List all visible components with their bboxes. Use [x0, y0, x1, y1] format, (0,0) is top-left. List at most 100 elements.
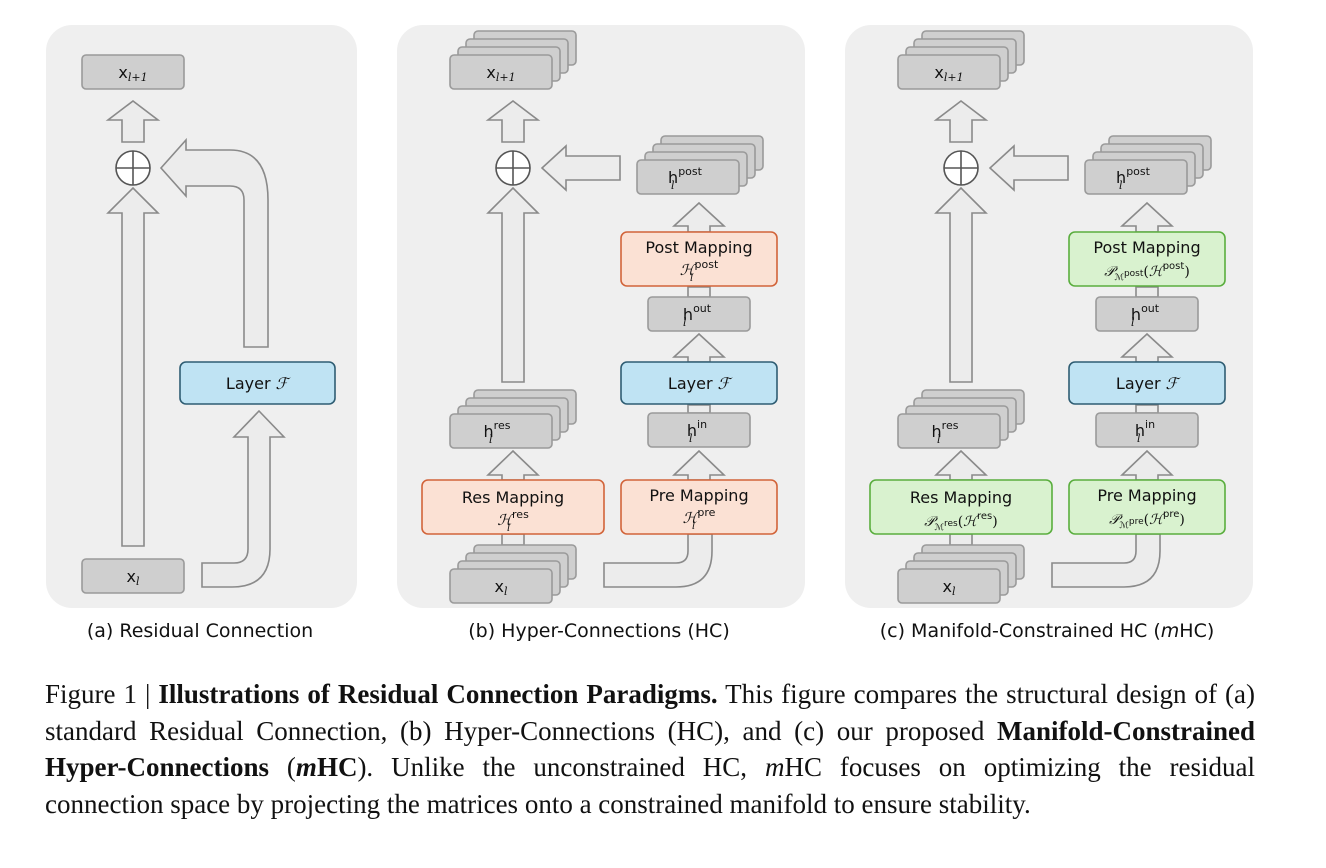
svg-text:xl+1: xl+1 [934, 63, 963, 84]
panel-c-caption: (c) Manifold-Constrained HC (mHC) [880, 620, 1215, 642]
panel-a-background [46, 25, 357, 608]
caption-text-2: ( [269, 752, 296, 782]
caption-abbr-em: m [295, 752, 317, 782]
panel-b-pre-to-hin-arrow [672, 449, 726, 481]
panel-a-output-label: x [118, 63, 127, 82]
panel-c-residual-arrow [934, 186, 988, 383]
panel-c-res-mapping-label: Res Mapping [910, 488, 1012, 507]
svg-text:xl: xl [127, 567, 140, 588]
panel-c-hin-node [1095, 412, 1199, 448]
svg-text:l: l [1137, 432, 1141, 445]
svg-text:l: l [690, 273, 693, 284]
panel-c-input-sub: l [952, 585, 956, 598]
panel-b-post-mapping-label: Post Mapping [645, 238, 752, 257]
panel-b-post-to-hpost-arrow [671, 201, 727, 233]
svg-text:l: l [937, 433, 941, 446]
panel-b-input-sub: l [504, 585, 508, 598]
panel-b-hres-stack [449, 389, 577, 449]
caption-text-4: HC focuses on optimizing the residual co… [45, 752, 1255, 819]
panel-c-post-to-sum-arrow [988, 144, 1069, 192]
panel-b-hpost-stack [636, 135, 764, 195]
svg-text:l: l [671, 179, 675, 192]
panel-b-post-mapping-box [620, 231, 778, 287]
panel-b-hin-sup: in [697, 418, 707, 431]
caption-abbr: HC [316, 752, 358, 782]
svg-text:l: l [1119, 179, 1123, 192]
panel-a-layer-label: Layer [226, 374, 271, 393]
caption-method-name: Manifold-Constrained Hyper-Connections [45, 715, 1255, 783]
caption-text-3: ). Unlike the unconstrained HC, [357, 752, 765, 782]
svg-text:l: l [692, 521, 695, 532]
panel-c-output-arrow [933, 99, 989, 143]
panel-c-input-stack [897, 544, 1025, 604]
panel-b-sum-icon [495, 150, 531, 186]
panel-b-hout-node [647, 296, 751, 332]
panel-b-input-to-pre-arrow [603, 533, 713, 588]
panel-c-post-mapping-label: Post Mapping [1093, 238, 1200, 257]
caption-title: Illustrations of Residual Connection Par… [158, 679, 718, 709]
panel-c-pre-mapping-box [1068, 479, 1226, 535]
panel-c-hout-to-post-arrow [1135, 286, 1159, 298]
panel-c-output-label: x [934, 63, 943, 82]
panel-b-input-to-res-arrow [501, 533, 525, 546]
svg-text:l: l [1131, 316, 1135, 329]
panel-c-hin-sup: in [1145, 418, 1155, 431]
panel-b-hin-to-layer-arrow [687, 404, 711, 414]
panel-c-hres-stack [897, 389, 1025, 449]
panel-c-post-mapping-box [1068, 231, 1226, 287]
panel-b-output-label: x [486, 63, 495, 82]
panel-c-res-to-hres-arrow [934, 449, 988, 481]
panel-c-res-mapping-box [869, 479, 1053, 535]
panel-a-input-label: x [127, 567, 136, 586]
panel-a-layer-box [179, 361, 336, 405]
svg-text:l: l [683, 316, 687, 329]
panel-b-hout-to-post-arrow [687, 286, 711, 298]
panel-b-caption: (b) Hyper-Connections (HC) [468, 620, 729, 642]
panel-b-output-stack [449, 30, 577, 90]
panel-b-hpost-sup: post [678, 165, 702, 178]
panel-c-post-to-hpost-arrow [1119, 201, 1175, 233]
panel-a-input-sub: l [136, 575, 140, 588]
panel-b-input-label: x [495, 577, 504, 596]
panel-c-sum-icon [943, 150, 979, 186]
panel-a-output-sub: l+1 [128, 71, 148, 84]
panel-b-pre-mapping-box [620, 479, 778, 535]
panel-a-caption: (a) Residual Connection [87, 620, 313, 642]
panel-a-output-arrow [105, 99, 161, 143]
panel-c-layer-label: Layer [1116, 374, 1161, 393]
panel-b-output-arrow [485, 99, 541, 143]
panel-b: xl+1 xl hres l hpost l Post Mappi [397, 25, 805, 642]
svg-text:xl+1: xl+1 [486, 63, 515, 84]
panel-b-res-to-hres-arrow [486, 449, 540, 481]
panel-c-hpost-sup: post [1126, 165, 1150, 178]
panel-a-branch-input-arrow [201, 409, 286, 588]
panel-c-hpost-stack [1084, 135, 1212, 195]
panel-b-residual-arrow [486, 186, 540, 383]
panel-b-input-stack [449, 544, 577, 604]
panel-a-branch-output-arrow [159, 137, 269, 348]
panel-c-output-sub: l+1 [944, 71, 964, 84]
panel-c-hin-to-layer-arrow [1135, 404, 1159, 414]
panel-b-layer-box [620, 361, 778, 405]
panel-c-input-label: x [943, 577, 952, 596]
svg-text:xl+1: xl+1 [118, 63, 147, 84]
panel-c-hout-sup: out [1141, 302, 1160, 315]
panel-b-post-to-sum-arrow [540, 144, 621, 192]
panel-a-residual-arrow [106, 186, 160, 547]
svg-text:xl: xl [943, 577, 956, 598]
svg-text:xl: xl [495, 577, 508, 598]
panel-b-hres-sup: res [494, 419, 511, 432]
panel-c-layer-box [1068, 361, 1226, 405]
figure-caption: Figure 1 | Illustrations of Residual Con… [45, 676, 1255, 822]
panel-c-layer-to-hout-arrow [1119, 332, 1175, 363]
panel-c-output-stack [897, 30, 1025, 90]
caption-prefix: Figure 1 | [45, 679, 159, 709]
panel-c-hout-node [1095, 296, 1199, 332]
panel-a-output-node [81, 54, 185, 90]
svg-text:l: l [489, 433, 493, 446]
caption-em-m: m [764, 752, 785, 782]
